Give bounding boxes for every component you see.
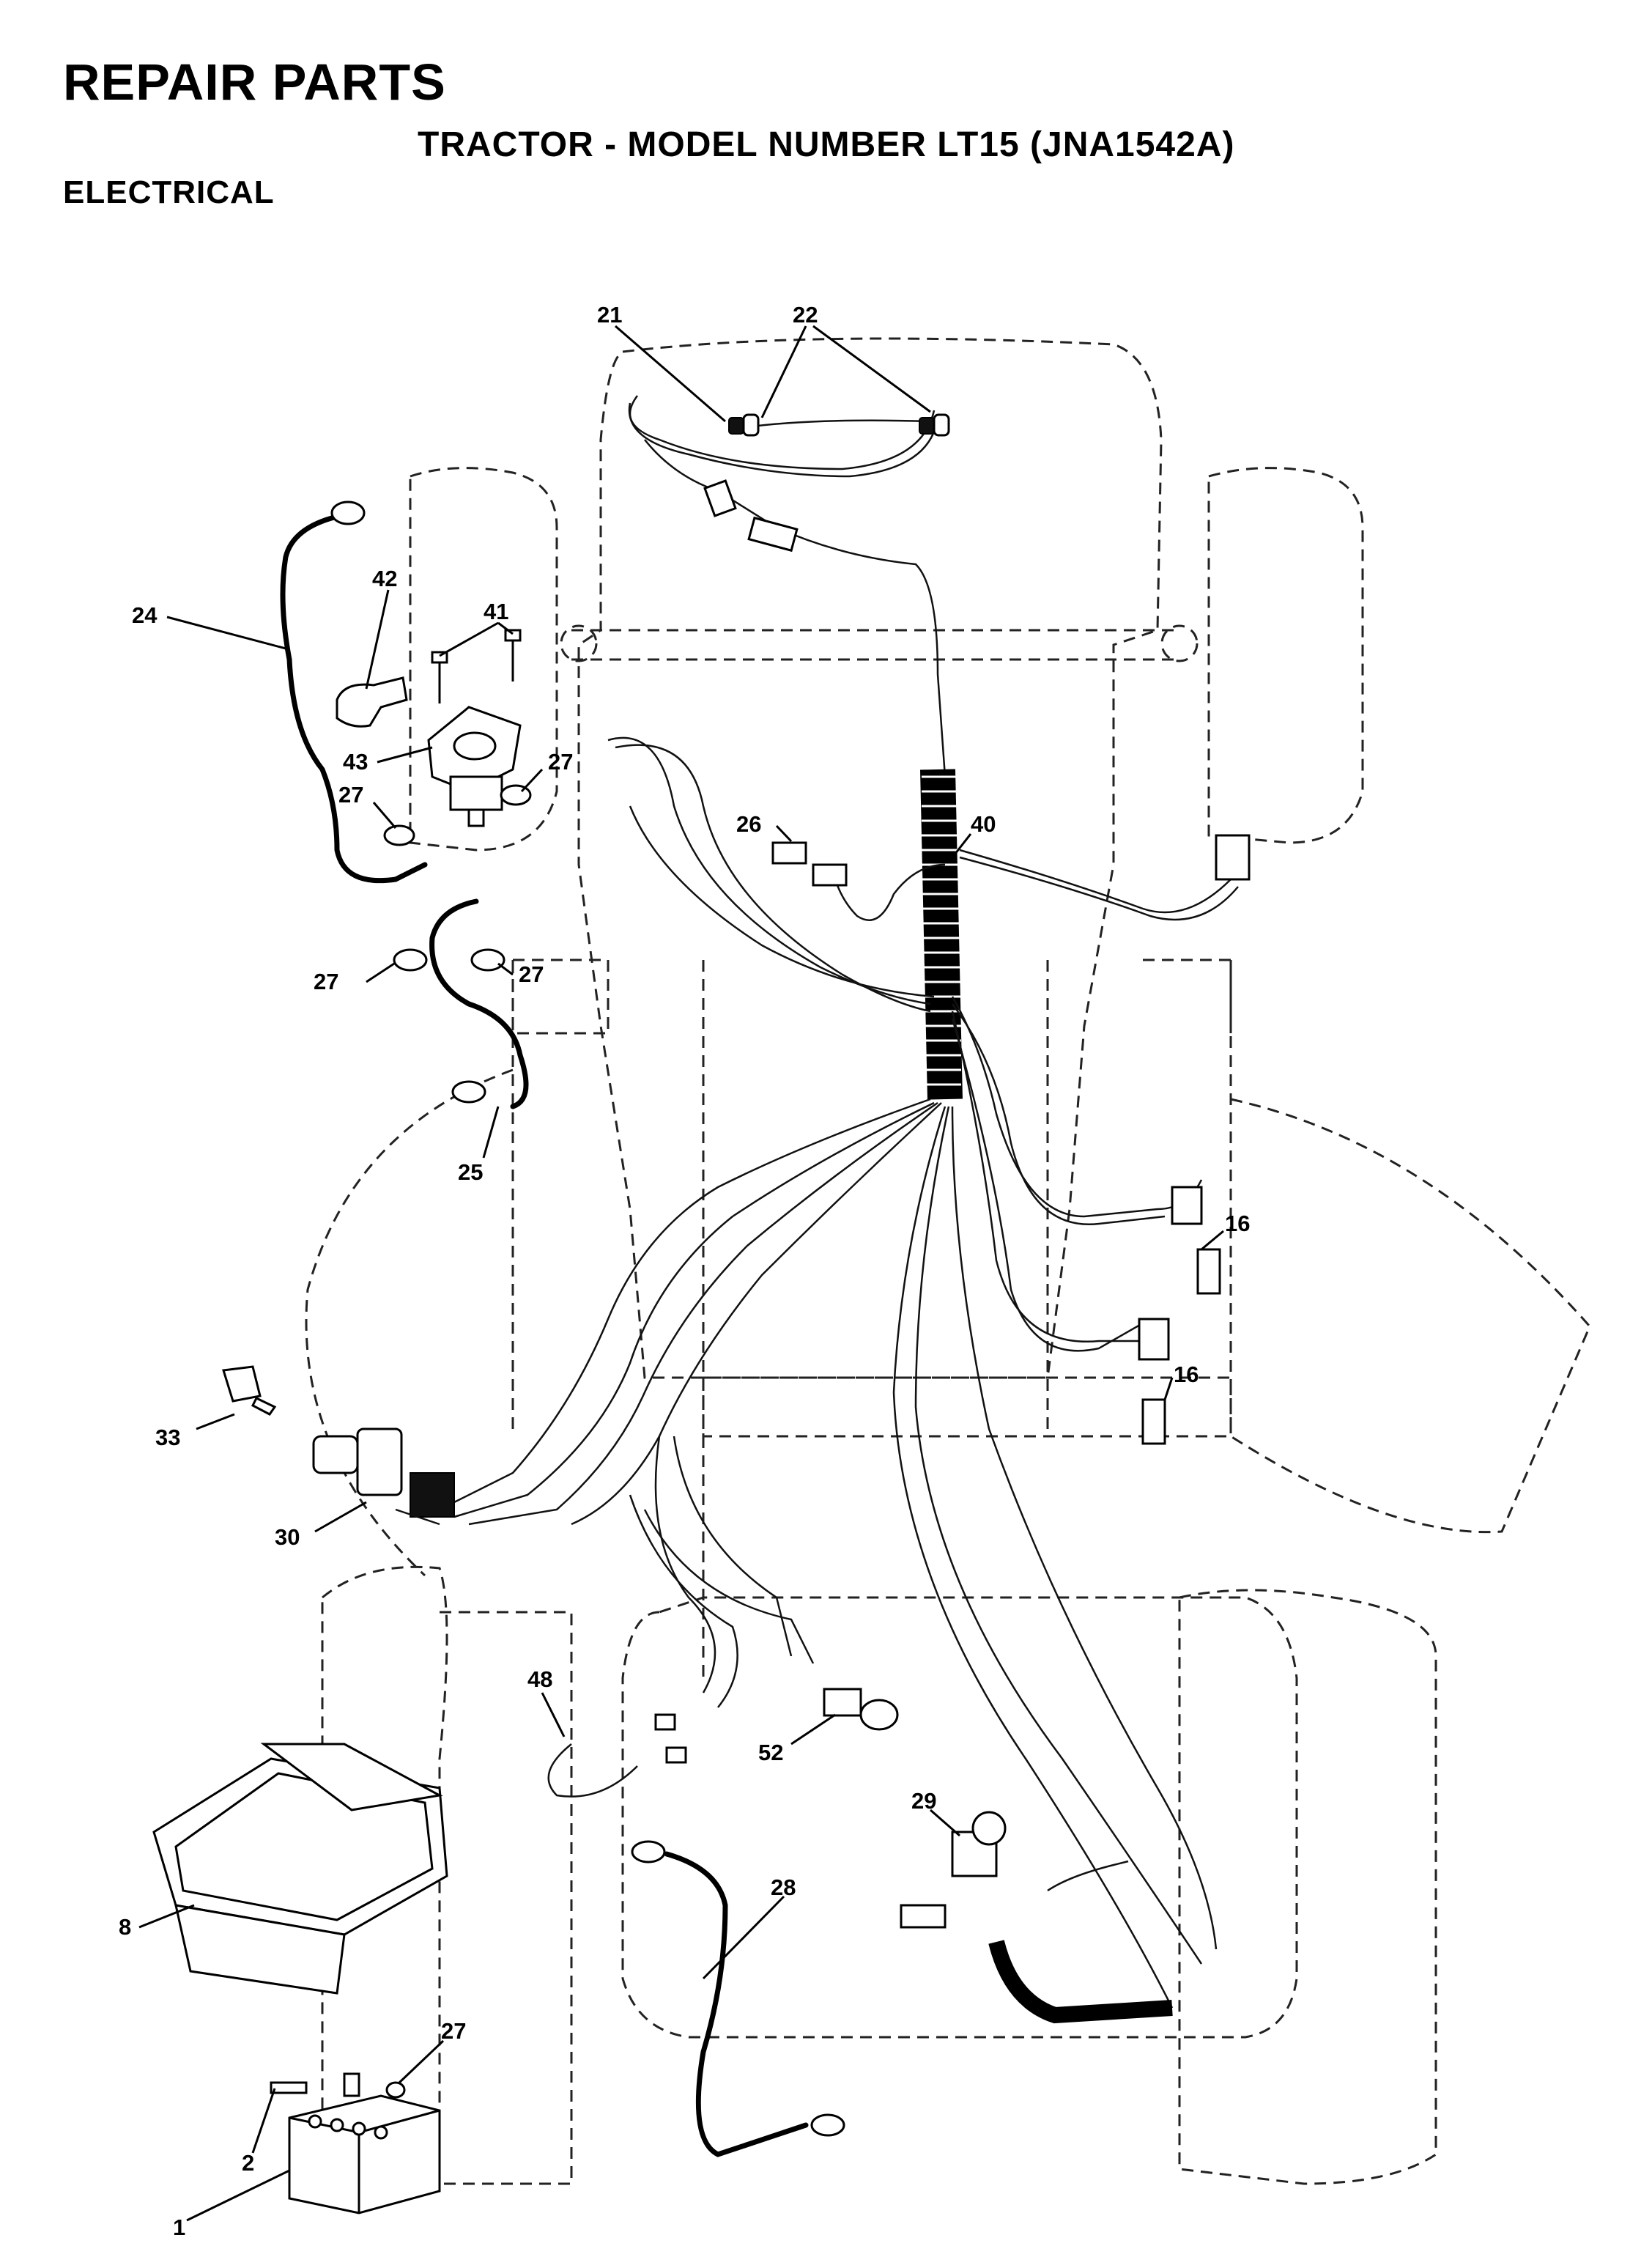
callout-2: 2 bbox=[242, 2150, 254, 2176]
callout-40: 40 bbox=[971, 811, 996, 837]
terminal-boot bbox=[336, 676, 408, 728]
battery bbox=[288, 2094, 441, 2215]
callout-48: 48 bbox=[527, 1666, 552, 1692]
starter-solenoid bbox=[427, 706, 522, 827]
callout-27: 27 bbox=[519, 961, 544, 987]
main-loom bbox=[920, 769, 963, 1100]
solenoid-bolts bbox=[431, 629, 522, 703]
callout-27: 27 bbox=[548, 749, 573, 775]
connectors bbox=[771, 834, 1251, 1445]
callout-27: 27 bbox=[314, 969, 338, 994]
headlight-harness bbox=[628, 395, 950, 777]
callout-52: 52 bbox=[758, 1740, 783, 1765]
ground-cable-28 bbox=[631, 1840, 845, 2157]
callout-labels: 21 22 42 41 24 43 27 27 26 40 27 27 25 1… bbox=[119, 302, 1250, 2240]
callout-1: 1 bbox=[173, 2215, 185, 2240]
callout-22: 22 bbox=[793, 302, 818, 328]
tractor-outline bbox=[305, 337, 1591, 2193]
callout-30: 30 bbox=[275, 1524, 300, 1550]
callout-43: 43 bbox=[343, 749, 368, 775]
callout-25: 25 bbox=[458, 1159, 483, 1185]
battery-cable-24 bbox=[280, 500, 428, 884]
callout-21: 21 bbox=[597, 302, 622, 328]
callout-27: 27 bbox=[441, 2018, 466, 2044]
pto-switch-29 bbox=[900, 1811, 1173, 2024]
battery-bolt bbox=[270, 2072, 360, 2097]
hex-nuts bbox=[383, 784, 532, 2099]
callout-8: 8 bbox=[119, 1914, 131, 1940]
callout-16: 16 bbox=[1174, 1362, 1199, 1387]
light-52 bbox=[823, 1688, 899, 1731]
page-subtitle: TRACTOR - MODEL NUMBER LT15 (JNA1542A) bbox=[418, 125, 1235, 164]
callout-16: 16 bbox=[1225, 1211, 1250, 1236]
page-title: REPAIR PARTS bbox=[63, 53, 446, 111]
section-label: ELECTRICAL bbox=[63, 174, 275, 210]
wire-bundle bbox=[439, 736, 1247, 2009]
callout-33: 33 bbox=[155, 1425, 180, 1450]
callout-27: 27 bbox=[338, 782, 363, 808]
starter-cable-25 bbox=[429, 898, 529, 1109]
ignition-switch bbox=[312, 1427, 455, 1526]
callout-26: 26 bbox=[736, 811, 761, 837]
ignition-key bbox=[222, 1365, 277, 1416]
callout-28: 28 bbox=[771, 1874, 796, 1900]
callout-leaders bbox=[138, 325, 1224, 2222]
callout-29: 29 bbox=[911, 1788, 936, 1814]
callout-41: 41 bbox=[484, 599, 508, 624]
callout-42: 42 bbox=[372, 566, 397, 591]
battery-tray bbox=[152, 1743, 448, 1995]
seat-switch-harness bbox=[547, 1713, 687, 1798]
callout-24: 24 bbox=[132, 602, 158, 628]
